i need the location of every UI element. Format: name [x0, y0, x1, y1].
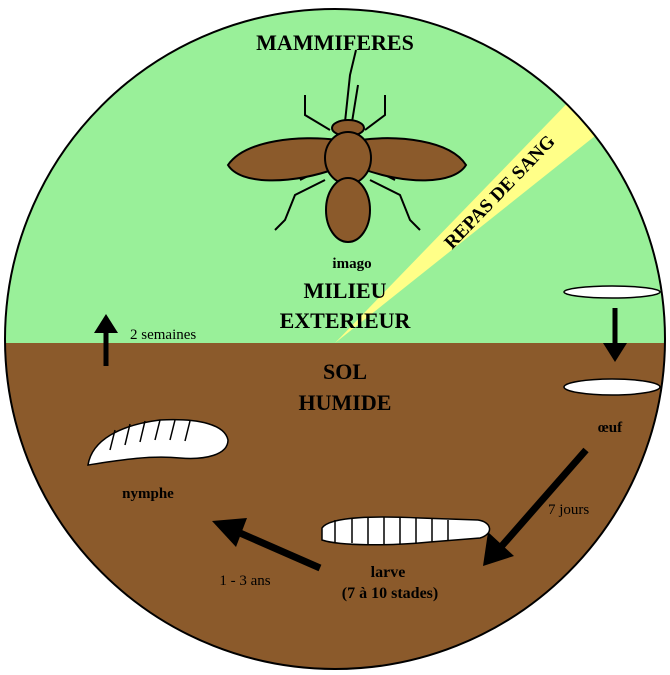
stage-imago-label: imago: [332, 256, 371, 272]
stage-larva-detail: (7 à 10 stades): [342, 585, 438, 602]
duration-pupa-to-adult: 2 semaines: [130, 327, 196, 343]
zone-soil-title-1: SOL: [323, 359, 367, 384]
egg-icon-upper: [564, 286, 660, 298]
zone-sub-exterieur: EXTERIEUR: [280, 308, 412, 333]
egg-icon-lower: [564, 379, 660, 395]
duration-egg-to-larva: 7 jours: [548, 502, 589, 518]
stage-larva-label: larve: [371, 564, 406, 581]
stage-pupa-label: nymphe: [122, 486, 174, 502]
stage-egg-label: œuf: [598, 420, 623, 436]
zone-title-mammals: MAMMIFERES: [256, 30, 414, 55]
duration-larva-to-pupa: 1 - 3 ans: [219, 573, 270, 589]
zone-soil-title-2: HUMIDE: [299, 390, 392, 415]
zone-sub-milieu: MILIEU: [303, 278, 386, 303]
